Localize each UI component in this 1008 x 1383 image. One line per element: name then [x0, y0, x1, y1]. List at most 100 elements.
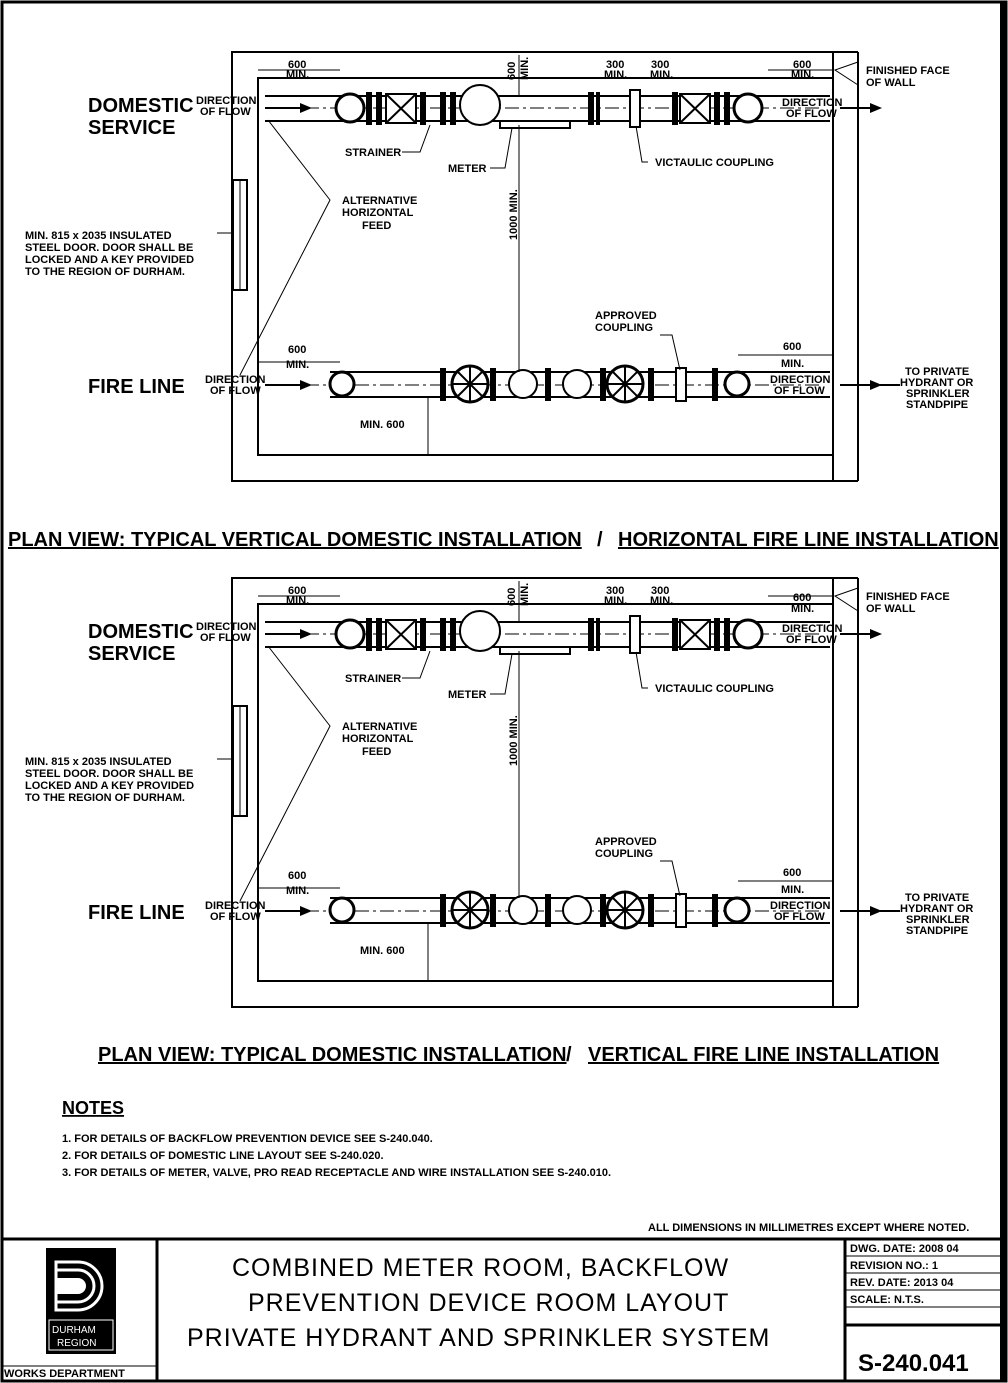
approved-coupling-label: COUPLING: [595, 322, 653, 334]
view2-title-right: VERTICAL FIRE LINE INSTALLATION: [588, 1044, 939, 1066]
title-line-3: PRIVATE HYDRANT AND SPRINKLER SYSTEM: [187, 1324, 770, 1352]
dwg-date: DWG. DATE: 2008 04: [850, 1243, 959, 1255]
approved-coupling-label: COUPLING: [595, 848, 653, 860]
dim-600: 600: [783, 341, 801, 353]
dim-600-vertical: 600: [506, 62, 518, 80]
drawing-number: S-240.041: [858, 1350, 969, 1377]
meter-icon: [459, 84, 501, 126]
direction-label: DIRECTION: [782, 97, 843, 109]
approved-coupling-icon: [675, 367, 687, 402]
elbow-icon: [732, 618, 764, 650]
dim-600: 600: [288, 344, 306, 356]
elbow-icon: [723, 896, 751, 924]
dim-min: MIN.: [286, 595, 309, 607]
door-note: TO THE REGION OF DURHAM.: [25, 792, 185, 804]
direction-label: DIRECTION: [782, 623, 843, 635]
dim-1000: 1000 MIN.: [508, 189, 520, 240]
dim-300: 300: [651, 585, 669, 597]
private-label: SPRINKLER: [906, 388, 970, 400]
dim-min-600: MIN. 600: [360, 945, 405, 957]
dim-600: 600: [793, 59, 811, 71]
alt-feed-label: FEED: [362, 220, 391, 232]
dim-min-vertical: MIN.: [519, 583, 531, 606]
alt-feed-label: ALTERNATIVE: [342, 195, 417, 207]
meter-label: METER: [448, 163, 487, 175]
elbow-icon: [723, 370, 751, 398]
durham-region-logo: DURHAM REGION: [46, 1248, 116, 1354]
door-note: MIN. 815 x 2035 INSULATED: [25, 230, 172, 242]
flow-label: OF FLOW: [210, 911, 261, 923]
private-label: STANDPIPE: [906, 925, 968, 937]
finished-face-label: OF WALL: [866, 603, 916, 615]
room-inner-wall: [257, 603, 834, 982]
finished-face-label: OF WALL: [866, 77, 916, 89]
title-separator: /: [566, 1044, 572, 1066]
dim-600: 600: [288, 59, 306, 71]
approved-coupling-icon: [675, 893, 687, 928]
notes-block: NOTES 1. FOR DETAILS OF BACKFLOW PREVENT…: [62, 1098, 969, 1234]
dim-min: MIN.: [650, 69, 673, 81]
service-label: SERVICE: [88, 117, 175, 139]
flow-label: OF FLOW: [786, 634, 837, 646]
elbow-icon: [328, 896, 356, 924]
private-label: TO PRIVATE: [905, 366, 969, 378]
meter-label: METER: [448, 689, 487, 701]
service-label: SERVICE: [88, 643, 175, 665]
dim-min-600: MIN. 600: [360, 419, 405, 431]
dim-600-vertical: 600: [506, 588, 518, 606]
title-block: DURHAM REGION WORKS DEPARTMENT COMBINED …: [2, 1237, 1006, 1381]
view2-title-left: PLAN VIEW: TYPICAL DOMESTIC INSTALLATION: [98, 1044, 567, 1066]
direction-label: DIRECTION: [205, 374, 266, 386]
domestic-label: DOMESTIC: [88, 95, 194, 117]
dim-600: 600: [288, 870, 306, 882]
approved-coupling-label: APPROVED: [595, 836, 657, 848]
dim-min: MIN.: [286, 359, 309, 371]
direction-label: DIRECTION: [205, 900, 266, 912]
flow-label: OF FLOW: [774, 911, 825, 923]
finished-face-label: FINISHED FACE: [866, 65, 950, 77]
strainer-label: STRAINER: [345, 147, 401, 159]
direction-label: DIRECTION: [770, 900, 831, 912]
dim-600: 600: [793, 592, 811, 604]
plan-view-2: DOMESTIC SERVICE FIRE LINE DIRECTION OF …: [25, 577, 973, 1008]
alt-feed-label: ALTERNATIVE: [342, 721, 417, 733]
elbow-icon: [732, 92, 764, 124]
dimensions-note: ALL DIMENSIONS IN MILLIMETRES EXCEPT WHE…: [648, 1222, 969, 1234]
dim-600: 600: [288, 585, 306, 597]
note-2: 2. FOR DETAILS OF DOMESTIC LINE LAYOUT S…: [62, 1150, 384, 1162]
flow-label: OF FLOW: [200, 106, 251, 118]
dim-600: 600: [783, 867, 801, 879]
view1-title-left: PLAN VIEW: TYPICAL VERTICAL DOMESTIC INS…: [8, 529, 582, 551]
alt-feed-label: HORIZONTAL: [342, 207, 414, 219]
direction-label: DIRECTION: [196, 95, 257, 107]
approved-coupling-label: APPROVED: [595, 310, 657, 322]
victaulic-label: VICTAULIC COUPLING: [655, 683, 774, 695]
dim-min-vertical: MIN.: [519, 57, 531, 80]
room-inner-wall: [257, 77, 834, 456]
domestic-label: DOMESTIC: [88, 621, 194, 643]
rev-date: REV. DATE: 2013 04: [850, 1277, 954, 1289]
note-3: 3. FOR DETAILS OF METER, VALVE, PRO READ…: [62, 1167, 611, 1179]
private-label: HYDRANT OR: [900, 903, 973, 915]
flow-label: OF FLOW: [786, 108, 837, 120]
door-note: LOCKED AND A KEY PROVIDED: [25, 780, 194, 792]
dim-min: MIN.: [781, 884, 804, 896]
title-separator: /: [597, 529, 603, 551]
view1-title-right: HORIZONTAL FIRE LINE INSTALLATION: [618, 529, 999, 551]
dim-300: 300: [651, 59, 669, 71]
dim-min: MIN.: [286, 885, 309, 897]
dim-min: MIN.: [791, 603, 814, 615]
revision-no: REVISION NO.: 1: [850, 1260, 938, 1272]
door-note: TO THE REGION OF DURHAM.: [25, 266, 185, 278]
private-label: TO PRIVATE: [905, 892, 969, 904]
fire-line-label: FIRE LINE: [88, 902, 185, 924]
logo-text-durham: DURHAM: [52, 1325, 96, 1336]
logo-text-region: REGION: [57, 1338, 96, 1349]
dim-300: 300: [606, 59, 624, 71]
direction-label: DIRECTION: [196, 621, 257, 633]
flow-label: OF FLOW: [774, 385, 825, 397]
private-label: SPRINKLER: [906, 914, 970, 926]
strainer-label: STRAINER: [345, 673, 401, 685]
department-label: WORKS DEPARTMENT: [4, 1368, 125, 1380]
scale: SCALE: N.T.S.: [850, 1294, 924, 1306]
